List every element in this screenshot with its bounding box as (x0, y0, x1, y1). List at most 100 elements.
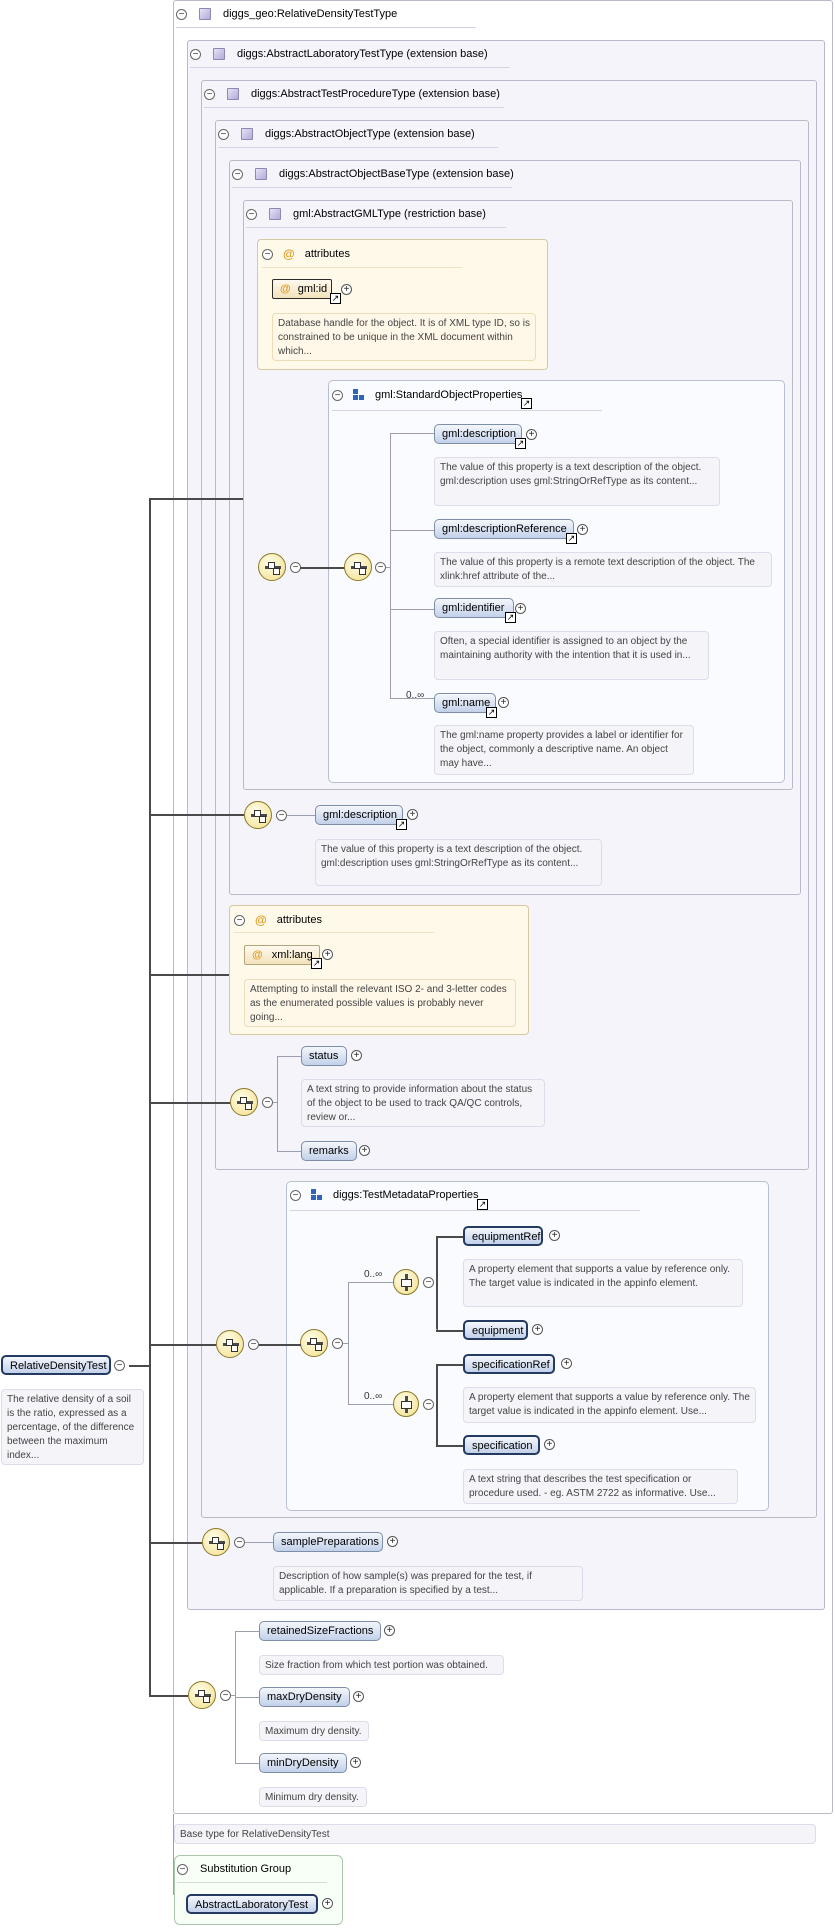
element-gml-description-reference[interactable]: gml:descriptionReference (434, 519, 574, 539)
header-underline (262, 267, 462, 268)
element-min-dry-density[interactable]: minDryDensity (259, 1753, 347, 1773)
group-header-test-metadata-properties: − diggs:TestMetadataProperties (290, 1187, 479, 1203)
expand-icon[interactable]: + (384, 1625, 395, 1636)
expand-icon[interactable]: + (387, 1536, 398, 1547)
element-gml-description[interactable]: gml:description (434, 424, 522, 444)
complex-type-icon (213, 48, 225, 60)
collapse-icon[interactable]: − (375, 562, 386, 573)
expand-icon[interactable]: + (577, 524, 588, 535)
attribute-label: gml:id (297, 283, 328, 295)
branch-gml-type (149, 498, 243, 500)
collapse-icon[interactable]: − (204, 88, 215, 100)
type-title: gml:AbstractGMLType (restriction base) (293, 208, 486, 220)
element-equipment-ref[interactable]: equipmentRef (463, 1226, 543, 1246)
attribute-gml-id-note: Database handle for the object. It is of… (272, 313, 536, 361)
root-element-relative-density-test[interactable]: RelativeDensityTest (1, 1355, 111, 1375)
collapse-icon[interactable]: − (290, 1189, 301, 1201)
connector-line (287, 815, 315, 816)
attribute-xml-lang[interactable]: @ xml:lang (244, 945, 320, 965)
element-max-dry-density-note: Maximum dry density. (259, 1721, 369, 1741)
collapse-icon[interactable]: − (332, 1338, 343, 1349)
expand-icon[interactable]: + (353, 1691, 364, 1702)
expand-icon[interactable]: + (322, 1898, 333, 1909)
collapse-icon[interactable]: − (262, 248, 273, 260)
collapse-icon[interactable]: − (262, 1097, 273, 1108)
sequence-compositor-icon[interactable] (300, 1329, 328, 1357)
sequence-compositor-icon[interactable] (188, 1681, 216, 1709)
collapse-icon[interactable]: − (276, 810, 287, 821)
element-sample-preparations[interactable]: samplePreparations (273, 1532, 383, 1552)
sequence-compositor-icon[interactable] (230, 1088, 258, 1116)
expand-icon[interactable]: + (544, 1439, 555, 1450)
expand-icon[interactable]: + (359, 1145, 370, 1156)
expand-icon[interactable]: + (532, 1324, 543, 1335)
sequence-branch-line (277, 1151, 301, 1152)
choice-branch-line (436, 1236, 438, 1330)
attribute-gml-id[interactable]: @ gml:id (272, 279, 332, 299)
element-gml-identifier[interactable]: gml:identifier (434, 598, 514, 618)
expand-icon[interactable]: + (498, 697, 509, 708)
header-underline (332, 410, 602, 411)
choice-branch-line (436, 1330, 463, 1332)
choice-compositor-icon[interactable] (393, 1391, 419, 1417)
collapse-icon[interactable]: − (176, 8, 187, 20)
complex-type-icon (255, 168, 267, 180)
expand-icon[interactable]: + (561, 1358, 572, 1369)
element-equipment-ref-note: A property element that supports a value… (463, 1259, 743, 1307)
header-underline (234, 932, 434, 933)
collapse-icon[interactable]: − (248, 1339, 259, 1350)
expand-icon[interactable]: + (515, 603, 526, 614)
attributes-title: attributes (276, 914, 322, 926)
element-equipment[interactable]: equipment (463, 1320, 528, 1340)
sequence-compositor-icon[interactable] (344, 553, 372, 581)
collapse-icon[interactable]: − (218, 128, 229, 140)
expand-icon[interactable]: + (341, 284, 352, 295)
collapse-icon[interactable]: − (232, 168, 243, 180)
element-gml-name[interactable]: gml:name (434, 693, 496, 713)
element-max-dry-density[interactable]: maxDryDensity (259, 1687, 350, 1707)
element-gml-description-note: The value of this property is a text des… (434, 457, 720, 506)
sequence-compositor-icon[interactable] (216, 1330, 244, 1358)
sequence-compositor-icon[interactable] (202, 1528, 230, 1556)
occurrence-label: 0..∞ (364, 1391, 383, 1402)
collapse-icon[interactable]: − (423, 1399, 434, 1410)
element-specification-ref[interactable]: specificationRef (463, 1354, 555, 1374)
expand-icon[interactable]: + (350, 1757, 361, 1768)
collapse-icon[interactable]: − (423, 1277, 434, 1288)
collapse-icon[interactable]: − (246, 208, 257, 220)
element-objectbase-gml-description[interactable]: gml:description (315, 805, 403, 825)
sequence-compositor-icon[interactable] (244, 801, 272, 829)
sequence-compositor-icon[interactable] (258, 553, 286, 581)
element-retained-size-fractions[interactable]: retainedSizeFractions (259, 1621, 381, 1641)
sequence-branch-line (235, 1763, 259, 1764)
expand-icon[interactable]: + (407, 809, 418, 820)
choice-branch-line (390, 433, 391, 698)
collapse-icon[interactable]: − (190, 48, 201, 60)
element-status[interactable]: status (301, 1046, 347, 1066)
expand-icon[interactable]: + (351, 1050, 362, 1061)
header-underline (176, 27, 476, 28)
expand-icon[interactable]: + (322, 949, 333, 960)
element-specification[interactable]: specification (463, 1435, 540, 1455)
element-abstract-laboratory-test[interactable]: AbstractLaboratoryTest (186, 1894, 318, 1914)
element-remarks[interactable]: remarks (301, 1141, 357, 1161)
header-underline (204, 107, 504, 108)
collapse-icon[interactable]: − (177, 1863, 188, 1875)
expand-icon[interactable]: + (526, 429, 537, 440)
collapse-icon[interactable]: − (220, 1690, 231, 1701)
type-header-gml: − gml:AbstractGMLType (restriction base) (246, 206, 486, 222)
group-title: gml:StandardObjectProperties (375, 389, 523, 401)
collapse-icon[interactable]: − (234, 914, 245, 926)
sequence-branch-line (348, 1404, 394, 1405)
reference-icon: ↗ (396, 819, 407, 830)
occurrence-label: 0..∞ (406, 690, 425, 701)
collapse-icon[interactable]: − (114, 1360, 125, 1371)
choice-compositor-icon[interactable] (393, 1269, 419, 1295)
collapse-icon[interactable]: − (332, 389, 343, 401)
connector-line (231, 1695, 235, 1696)
complex-type-icon (227, 88, 239, 100)
branch-main-sequence (149, 1695, 188, 1697)
collapse-icon[interactable]: − (234, 1537, 245, 1548)
expand-icon[interactable]: + (549, 1230, 560, 1241)
type-header-test-procedure: − diggs:AbstractTestProcedureType (exten… (204, 86, 500, 102)
